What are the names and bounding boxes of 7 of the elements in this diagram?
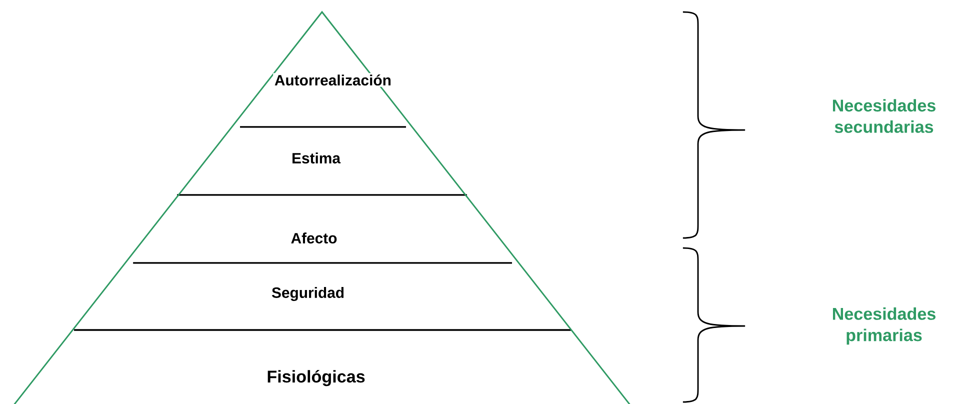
- pyramid-level-label: Afecto: [289, 231, 339, 245]
- pyramid-level-label: Estima: [290, 151, 342, 165]
- group-label: Necesidades primarias: [832, 307, 936, 345]
- pyramid-level-label: Seguridad: [270, 286, 346, 302]
- pyramid-level-label: Autorrealización: [273, 73, 393, 87]
- group-label: Necesidades secundarias: [832, 99, 936, 133]
- pyramid-level-label: Fisiológicas: [265, 368, 367, 388]
